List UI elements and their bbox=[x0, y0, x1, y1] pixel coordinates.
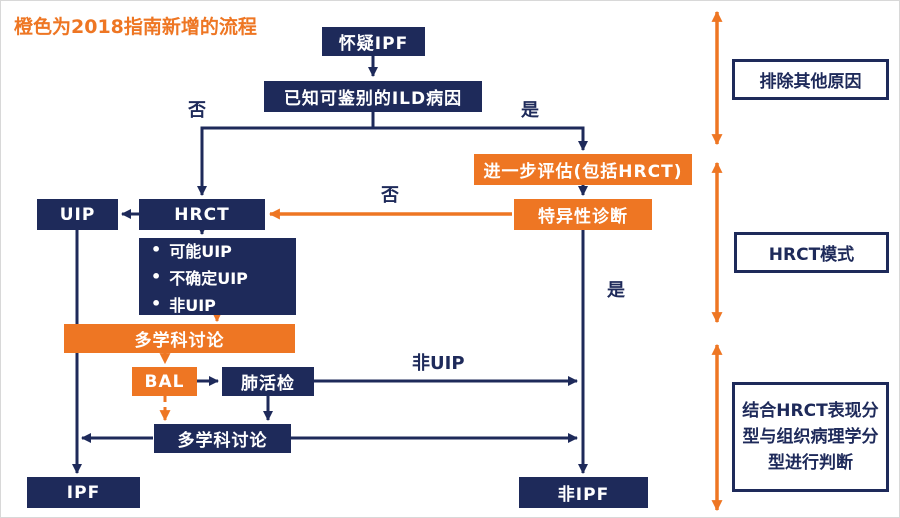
node-bal: BAL bbox=[132, 367, 197, 396]
list-item-indeterminate-uip: • 不确定UIP bbox=[151, 265, 296, 289]
panel-combined-judgement: 结合HRCT表现分型与组织病理学分型进行判断 bbox=[732, 382, 889, 492]
edge-label-non-uip: 非UIP bbox=[412, 353, 465, 374]
node-hrct-pattern-list: • 可能UIP • 不确定UIP • 非UIP bbox=[139, 238, 296, 315]
list-item-possible-uip: • 可能UIP bbox=[151, 238, 296, 262]
node-lung-biopsy: 肺活检 bbox=[222, 367, 314, 396]
node-mdd-orange: 多学科讨论 bbox=[64, 324, 295, 353]
edge-label-no-left: 否 bbox=[188, 100, 206, 121]
node-further-evaluation: 进一步评估(包括HRCT) bbox=[474, 154, 692, 185]
bullet-icon: • bbox=[151, 294, 162, 313]
node-known-ild-cause: 已知可鉴别的ILD病因 bbox=[264, 81, 482, 112]
edge-label-yes-right: 是 bbox=[521, 100, 539, 121]
bullet-icon: • bbox=[151, 267, 162, 286]
list-item-non-uip: • 非UIP bbox=[151, 292, 296, 316]
node-suspect-ipf: 怀疑IPF bbox=[322, 27, 425, 56]
list-item-label: 不确定UIP bbox=[169, 268, 248, 288]
panel-exclude-other-causes: 排除其他原因 bbox=[732, 59, 889, 100]
node-hrct: HRCT bbox=[139, 199, 265, 230]
edge-label-no-specific: 否 bbox=[381, 185, 399, 206]
node-ipf: IPF bbox=[27, 477, 140, 508]
node-non-ipf: 非IPF bbox=[519, 477, 648, 508]
node-specific-diagnosis: 特异性诊断 bbox=[514, 199, 652, 230]
list-item-label: 可能UIP bbox=[169, 241, 232, 261]
list-item-label: 非UIP bbox=[169, 295, 216, 315]
legend-note: 橙色为2018指南新增的流程 bbox=[14, 16, 257, 38]
edge-label-yes-nonipf: 是 bbox=[607, 280, 625, 301]
node-uip: UIP bbox=[37, 199, 118, 230]
panel-hrct-pattern: HRCT模式 bbox=[734, 232, 889, 273]
node-mdd-navy: 多学科讨论 bbox=[154, 424, 291, 453]
bullet-icon: • bbox=[151, 240, 162, 259]
